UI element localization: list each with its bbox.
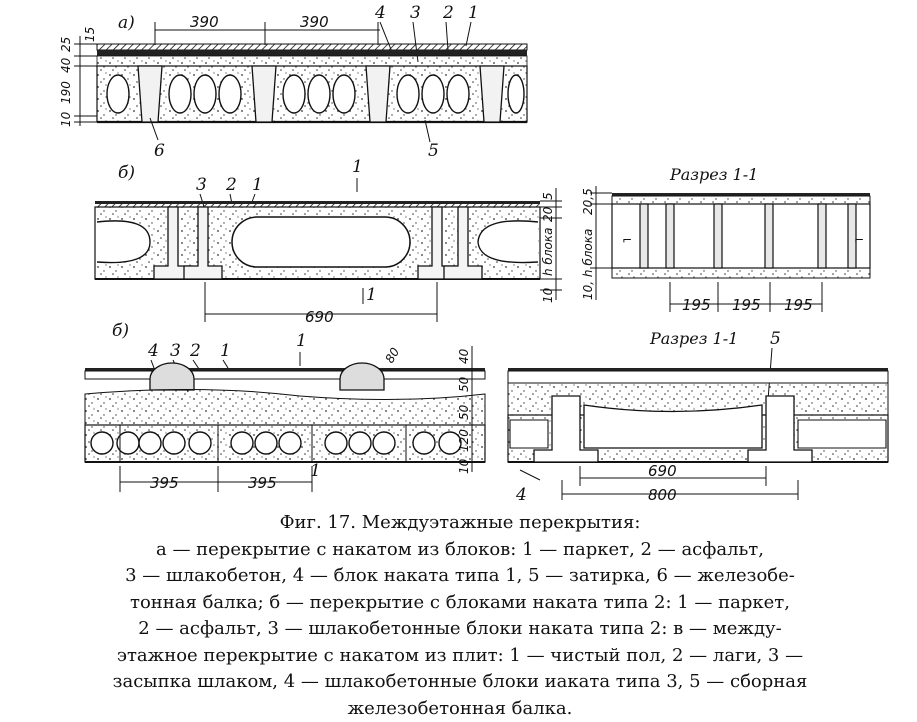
dim-a-left-190: 190 [59, 81, 73, 104]
dim-c-10: 10 [457, 458, 471, 474]
callout-a-4: 4 [374, 3, 386, 23]
caption-line-1: Фиг. 17. Междуэтажные перекрытия: [20, 510, 900, 537]
dim-a-left-25: 25 [59, 37, 73, 52]
section-mark-c-bottom: 1 [310, 461, 321, 481]
floor-slabs-figure: а) 390 390 4 3 2 1 [0, 0, 917, 505]
dim-c-120: 120 [457, 429, 471, 452]
caption-line-5: 2 — асфальт, 3 — шлакобетонные блоки нак… [20, 616, 900, 643]
svg-text:⌐: ⌐ [854, 233, 864, 247]
dim-b-right-10: 10 [541, 287, 555, 303]
caption-line-3: 3 — шлакобетон, 4 — блок наката типа 1, … [20, 563, 900, 590]
dim-b-sec-h: 10, h блока [581, 229, 595, 300]
diagram-c: б) 4 3 2 1 1 80 [85, 321, 888, 505]
diagram-b-label: б) [118, 163, 135, 183]
dim-b-sec-195-1: 195 [682, 296, 711, 314]
callout-c-1: 1 [220, 341, 231, 361]
callout-a-2: 2 [442, 3, 454, 23]
dim-a-left-10: 10 [59, 111, 73, 127]
dim-c-395-1: 395 [150, 474, 179, 492]
callout-c-2: 2 [189, 341, 201, 361]
dim-c-80: 80 [382, 345, 402, 366]
dim-c-50a: 50 [457, 376, 471, 392]
caption-line-4: тонная балка; б — перекрытие с блоками н… [20, 590, 900, 617]
dim-b-sec-195-2: 195 [732, 296, 761, 314]
caption-line-6: этажное перекрытие с накатом из плит: 1 … [20, 643, 900, 670]
section-mark-c-top: 1 [296, 331, 307, 351]
dim-a-left-15: 15 [83, 27, 97, 42]
dim-c-395-2: 395 [248, 474, 277, 492]
callout-c-3: 3 [170, 341, 181, 361]
caption-line-8: железобетонная балка. [20, 696, 900, 722]
dim-c-50b: 50 [457, 404, 471, 420]
diagram-b: б) 3 2 1 1 5 20 h блока 10 [95, 157, 870, 326]
callout-a-5: 5 [428, 141, 439, 161]
caption-line-7: засыпка шлаком, 4 — шлакобетонные блоки … [20, 669, 900, 696]
dim-b-right-h: h блока [541, 228, 555, 276]
dim-c-sec-690: 690 [648, 462, 677, 480]
diagram-a: а) 390 390 4 3 2 1 [59, 3, 527, 161]
diagram-a-label: а) [118, 13, 135, 33]
section-mark-b-bottom: 1 [366, 285, 377, 305]
section-b-title: Разрез 1-1 [669, 165, 758, 184]
diagram-c-label: б) [112, 321, 129, 341]
dim-c-sec-800: 800 [648, 486, 677, 504]
callout-b-1: 1 [252, 175, 263, 195]
figure-caption: Фиг. 17. Междуэтажные перекрытия: а — пе… [20, 510, 900, 722]
dim-a-left-40: 40 [59, 57, 73, 73]
dim-b-right-5: 5 [541, 192, 555, 200]
section-c-callout-5: 5 [770, 329, 781, 349]
callout-a-3: 3 [410, 3, 421, 23]
svg-text:⌐: ⌐ [622, 233, 632, 247]
callout-b-3: 3 [196, 175, 207, 195]
callout-a-6: 6 [154, 141, 165, 161]
section-c-label-4: 4 [515, 485, 527, 505]
dim-b-sec-195-3: 195 [784, 296, 813, 314]
caption-line-2: а — перекрытие с накатом из блоков: 1 — … [20, 537, 900, 564]
dim-b-bottom: 690 [305, 308, 334, 326]
dim-a-top-2: 390 [300, 13, 329, 31]
callout-b-2: 2 [225, 175, 237, 195]
dim-b-right-20: 20 [541, 206, 555, 222]
dim-c-40: 40 [457, 348, 471, 364]
callout-a-1: 1 [468, 3, 479, 23]
section-c-title: Разрез 1-1 [649, 329, 738, 348]
callout-c-4: 4 [147, 341, 159, 361]
section-mark-b-top: 1 [352, 157, 363, 177]
dim-a-top-1: 390 [190, 13, 219, 31]
dim-b-sec-20-5: 20,5 [581, 188, 595, 215]
